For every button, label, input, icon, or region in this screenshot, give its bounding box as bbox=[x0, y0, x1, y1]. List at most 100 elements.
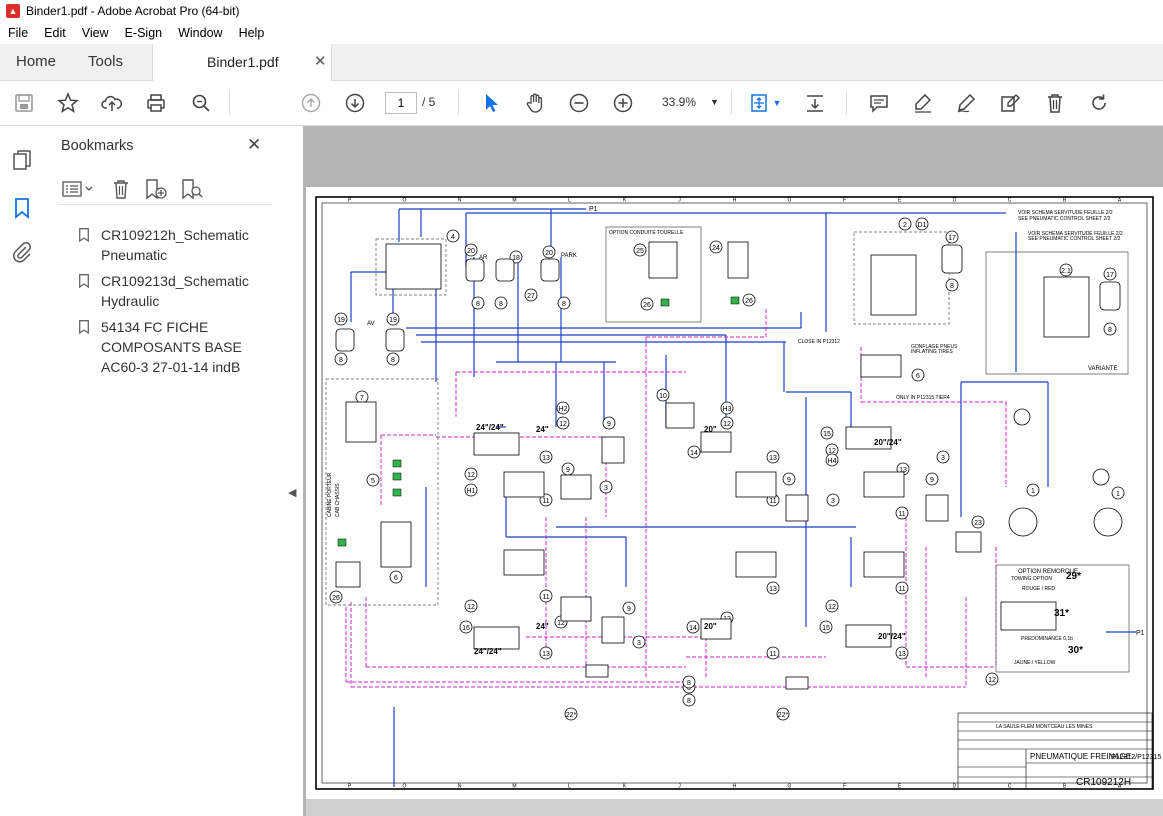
panel-splitter[interactable]: ◀ bbox=[284, 126, 303, 816]
svg-text:12: 12 bbox=[828, 448, 836, 455]
company-name: LA SAULE FLEM MONTCEAU LES MINES bbox=[996, 724, 1093, 730]
print-icon[interactable] bbox=[142, 89, 170, 117]
toolbar-divider bbox=[229, 91, 230, 115]
tab-tools[interactable]: Tools bbox=[88, 53, 124, 70]
svg-text:13: 13 bbox=[542, 651, 550, 658]
grid-column-letter: K bbox=[623, 198, 627, 204]
bookmark-label: CR109213d_Schematic Hydraulic bbox=[101, 273, 249, 309]
svg-text:13: 13 bbox=[898, 651, 906, 658]
label-size-20x24: 20"/24" bbox=[874, 438, 902, 447]
grid-column-letter: P bbox=[348, 784, 352, 790]
new-bookmark-icon[interactable] bbox=[144, 178, 168, 205]
zoom-out-icon[interactable] bbox=[565, 89, 593, 117]
tab-home[interactable]: Home bbox=[16, 53, 57, 70]
grid-column-letter: A bbox=[1118, 198, 1122, 204]
grid-column-letter: D bbox=[953, 198, 957, 204]
toolbar-divider bbox=[846, 91, 847, 115]
delete-bookmark-icon[interactable] bbox=[110, 178, 132, 205]
svg-text:8: 8 bbox=[1108, 327, 1112, 334]
close-tab-icon[interactable]: ✕ bbox=[314, 53, 327, 70]
grid-column-letter: F bbox=[843, 198, 846, 204]
comment-icon[interactable] bbox=[865, 89, 893, 117]
menu-view[interactable]: View bbox=[81, 26, 109, 40]
label-park: PARK bbox=[561, 253, 577, 259]
label-close-in: CLOSE IN P12312 bbox=[798, 339, 840, 345]
svg-text:12: 12 bbox=[559, 421, 567, 428]
svg-text:20: 20 bbox=[545, 250, 553, 257]
page-thumbnails-icon[interactable] bbox=[10, 148, 34, 177]
scroll-mode-icon[interactable] bbox=[801, 89, 829, 117]
attachments-icon[interactable] bbox=[10, 240, 34, 269]
fit-page-icon[interactable] bbox=[745, 89, 773, 117]
select-cursor-icon[interactable] bbox=[477, 89, 505, 117]
grid-column-letter: C bbox=[1008, 784, 1012, 790]
grid-column-letter: G bbox=[788, 784, 792, 790]
zoom-in-icon[interactable] bbox=[609, 89, 637, 117]
grid-column-letter: N bbox=[458, 198, 462, 204]
svg-text:6: 6 bbox=[394, 575, 398, 582]
label-only-in: ONLY IN P12315 TIER4 bbox=[896, 395, 950, 401]
svg-text:6: 6 bbox=[916, 373, 920, 380]
label-turret-option: OPTION CONDUITE TOURELLE bbox=[609, 230, 684, 236]
page-total: / 5 bbox=[422, 95, 436, 109]
fill-sign-icon[interactable] bbox=[996, 89, 1024, 117]
zoom-level-value: 33.9% bbox=[662, 95, 697, 109]
zoom-level-dropdown[interactable]: 33.9% ▼ bbox=[654, 91, 720, 113]
svg-text:17: 17 bbox=[1106, 272, 1114, 279]
svg-text:13: 13 bbox=[769, 455, 777, 462]
rotate-icon[interactable] bbox=[1085, 89, 1113, 117]
page-number-input[interactable]: 1 bbox=[385, 92, 417, 114]
grid-column-letter: J bbox=[678, 198, 681, 204]
svg-text:11: 11 bbox=[769, 498, 776, 505]
upload-cloud-icon[interactable] bbox=[98, 89, 126, 117]
grid-column-letter: M bbox=[512, 784, 516, 790]
menu-esign[interactable]: E-Sign bbox=[124, 26, 163, 40]
save-icon[interactable] bbox=[10, 89, 38, 117]
chevron-down-icon[interactable]: ▼ bbox=[772, 98, 782, 108]
menu-window[interactable]: Window bbox=[178, 26, 223, 40]
svg-text:12: 12 bbox=[828, 604, 836, 611]
label-size-24: 24" bbox=[536, 425, 549, 434]
svg-text:24: 24 bbox=[712, 245, 720, 252]
label-see-sheet-1b: SEE PNEUMATIC CONTROL SHEET 2/2 bbox=[1018, 216, 1111, 222]
grid-column-letter: G bbox=[788, 198, 792, 204]
label-towing-option: TOWING OPTION bbox=[1011, 576, 1052, 582]
svg-text:8: 8 bbox=[562, 301, 566, 308]
hand-tool-icon[interactable] bbox=[521, 89, 549, 117]
bookmark-icon bbox=[79, 228, 89, 242]
svg-text:2.1: 2.1 bbox=[1061, 268, 1071, 275]
drawing-models: P12312/P12315 bbox=[1111, 754, 1161, 761]
svg-text:15: 15 bbox=[823, 431, 831, 438]
menu-edit[interactable]: Edit bbox=[44, 26, 66, 40]
search-zoom-icon[interactable] bbox=[187, 89, 215, 117]
svg-text:22*: 22* bbox=[566, 712, 577, 719]
label-ar: AR bbox=[479, 255, 488, 261]
menu-file[interactable]: File bbox=[8, 26, 29, 40]
previous-page-icon[interactable] bbox=[297, 89, 325, 117]
collapse-panel-icon[interactable]: ◀ bbox=[288, 487, 297, 499]
sign-pen-icon[interactable] bbox=[952, 89, 980, 117]
label-size-24-b: 24" bbox=[536, 622, 549, 631]
svg-text:4: 4 bbox=[451, 234, 455, 241]
star-icon[interactable] bbox=[54, 89, 82, 117]
label-size-20x24-b: 20"/24" bbox=[878, 632, 906, 641]
next-page-icon[interactable] bbox=[341, 89, 369, 117]
label-size-24x24: 24"/24" bbox=[476, 423, 504, 432]
svg-text:16: 16 bbox=[462, 625, 470, 632]
close-panel-icon[interactable]: ✕ bbox=[247, 135, 262, 154]
highlight-pen-icon[interactable] bbox=[909, 89, 937, 117]
svg-text:11: 11 bbox=[542, 594, 549, 601]
horizontal-scrollbar[interactable] bbox=[306, 799, 1163, 816]
delete-icon[interactable] bbox=[1041, 89, 1069, 117]
label-31: 31* bbox=[1054, 608, 1069, 619]
menu-help[interactable]: Help bbox=[238, 26, 265, 40]
bookmark-options-icon[interactable] bbox=[62, 179, 96, 204]
svg-text:19: 19 bbox=[389, 317, 397, 324]
svg-text:12: 12 bbox=[988, 677, 996, 684]
grid-column-letter: H bbox=[733, 198, 737, 204]
svg-text:9: 9 bbox=[787, 477, 791, 484]
bookmark-panel-icon[interactable] bbox=[10, 196, 34, 225]
find-bookmark-icon[interactable] bbox=[180, 178, 204, 205]
svg-text:8: 8 bbox=[339, 357, 343, 364]
tab-document[interactable]: Binder1.pdf ✕ bbox=[152, 44, 332, 81]
